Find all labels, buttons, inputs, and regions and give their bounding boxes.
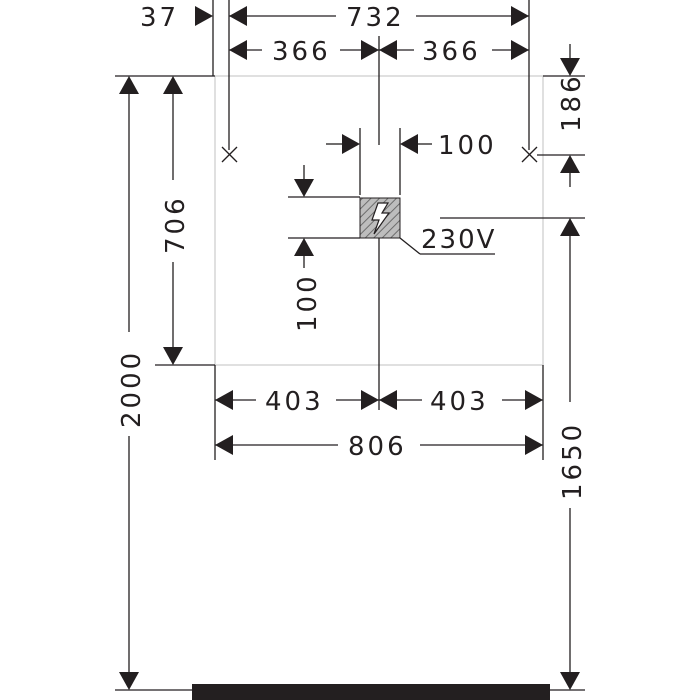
dim-806-label: 806 — [348, 432, 407, 462]
voltage-label: 230V — [421, 225, 496, 255]
dim-732-label: 732 — [346, 3, 405, 33]
dimension-37: 37 — [140, 3, 213, 33]
dimension-366-left: 366 — [229, 37, 379, 67]
dim-366-left-label: 366 — [272, 37, 331, 67]
dimension-1650: 1650 — [558, 218, 588, 690]
dimension-186: 186 — [557, 44, 587, 187]
dimension-706: 706 — [161, 76, 191, 365]
dimension-806: 806 — [215, 432, 543, 462]
dimension-2000: 2000 — [117, 76, 147, 690]
dim-2000-label: 2000 — [117, 350, 147, 428]
dim-403-left-label: 403 — [265, 387, 324, 417]
dimension-403-right: 403 — [379, 387, 543, 417]
extension-lines — [115, 0, 585, 691]
cross-mark-icon — [221, 146, 238, 163]
floor-bar — [192, 684, 550, 700]
dim-37-label: 37 — [140, 3, 179, 33]
dim-366-right-label: 366 — [422, 37, 481, 67]
dimension-732: 732 — [229, 3, 529, 33]
dimension-100-vertical: 100 — [293, 165, 323, 332]
dim-706-label: 706 — [161, 195, 191, 254]
cross-mark-icon — [521, 146, 538, 163]
dim-403-right-label: 403 — [430, 387, 489, 417]
dimension-100-horizontal: 100 — [326, 131, 497, 161]
dimension-403-left: 403 — [215, 387, 379, 417]
dimension-366-right: 366 — [379, 37, 529, 67]
dim-100-horizontal-label: 100 — [438, 131, 497, 161]
electrical-outlet-icon — [359, 197, 401, 239]
dim-1650-label: 1650 — [558, 422, 588, 500]
dim-100-vertical-label: 100 — [293, 273, 323, 332]
dim-186-label: 186 — [557, 73, 587, 132]
